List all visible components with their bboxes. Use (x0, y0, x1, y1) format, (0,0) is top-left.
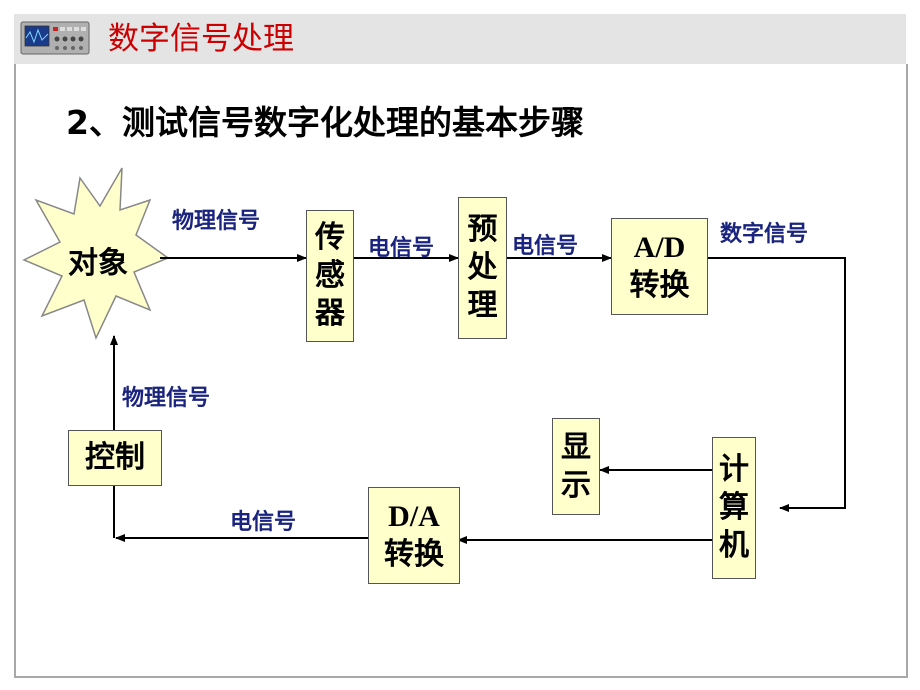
edge-label-object-to-sensor: 物理信号 (172, 209, 261, 234)
node-display-label: 显示 (561, 429, 591, 503)
node-control-label: 控制 (85, 440, 145, 475)
node-object: 对象 (68, 246, 128, 281)
node-preprocess: 预处理 (458, 197, 507, 339)
slide-frame (14, 64, 908, 678)
main-title: 2、测试信号数字化处理的基本步骤 (66, 103, 584, 142)
node-da-line1: D/A (388, 499, 440, 533)
node-ad-line2: 转换 (629, 267, 690, 303)
node-ad: A/D 转换 (611, 218, 708, 315)
node-da: D/A 转换 (368, 487, 460, 584)
header-title: 数字信号处理 (108, 21, 294, 57)
node-display: 显示 (552, 418, 600, 515)
node-ad-line1: A/D (633, 230, 686, 264)
edge-label-da-to-control: 电信号 (230, 510, 297, 535)
node-computer-label: 计算机 (719, 452, 749, 563)
edge-label-preprocess-to-ad: 电信号 (512, 234, 579, 259)
edge-label-sensor-to-preprocess: 电信号 (368, 236, 435, 261)
edge-ad-to-computer (706, 257, 846, 512)
edge-label-ad-to-computer: 数字信号 (720, 222, 809, 247)
node-computer: 计算机 (712, 437, 756, 579)
oscilloscope-icon (20, 21, 90, 55)
object-star-shape (22, 167, 170, 341)
node-preprocess-label: 预处理 (467, 212, 498, 323)
edge-label-control-to-object: 物理信号 (122, 386, 211, 411)
node-control: 控制 (68, 430, 162, 486)
node-sensor-label: 传感器 (315, 220, 345, 331)
node-da-line2: 转换 (384, 536, 444, 572)
node-sensor: 传感器 (306, 210, 354, 342)
header-bar (14, 14, 906, 64)
